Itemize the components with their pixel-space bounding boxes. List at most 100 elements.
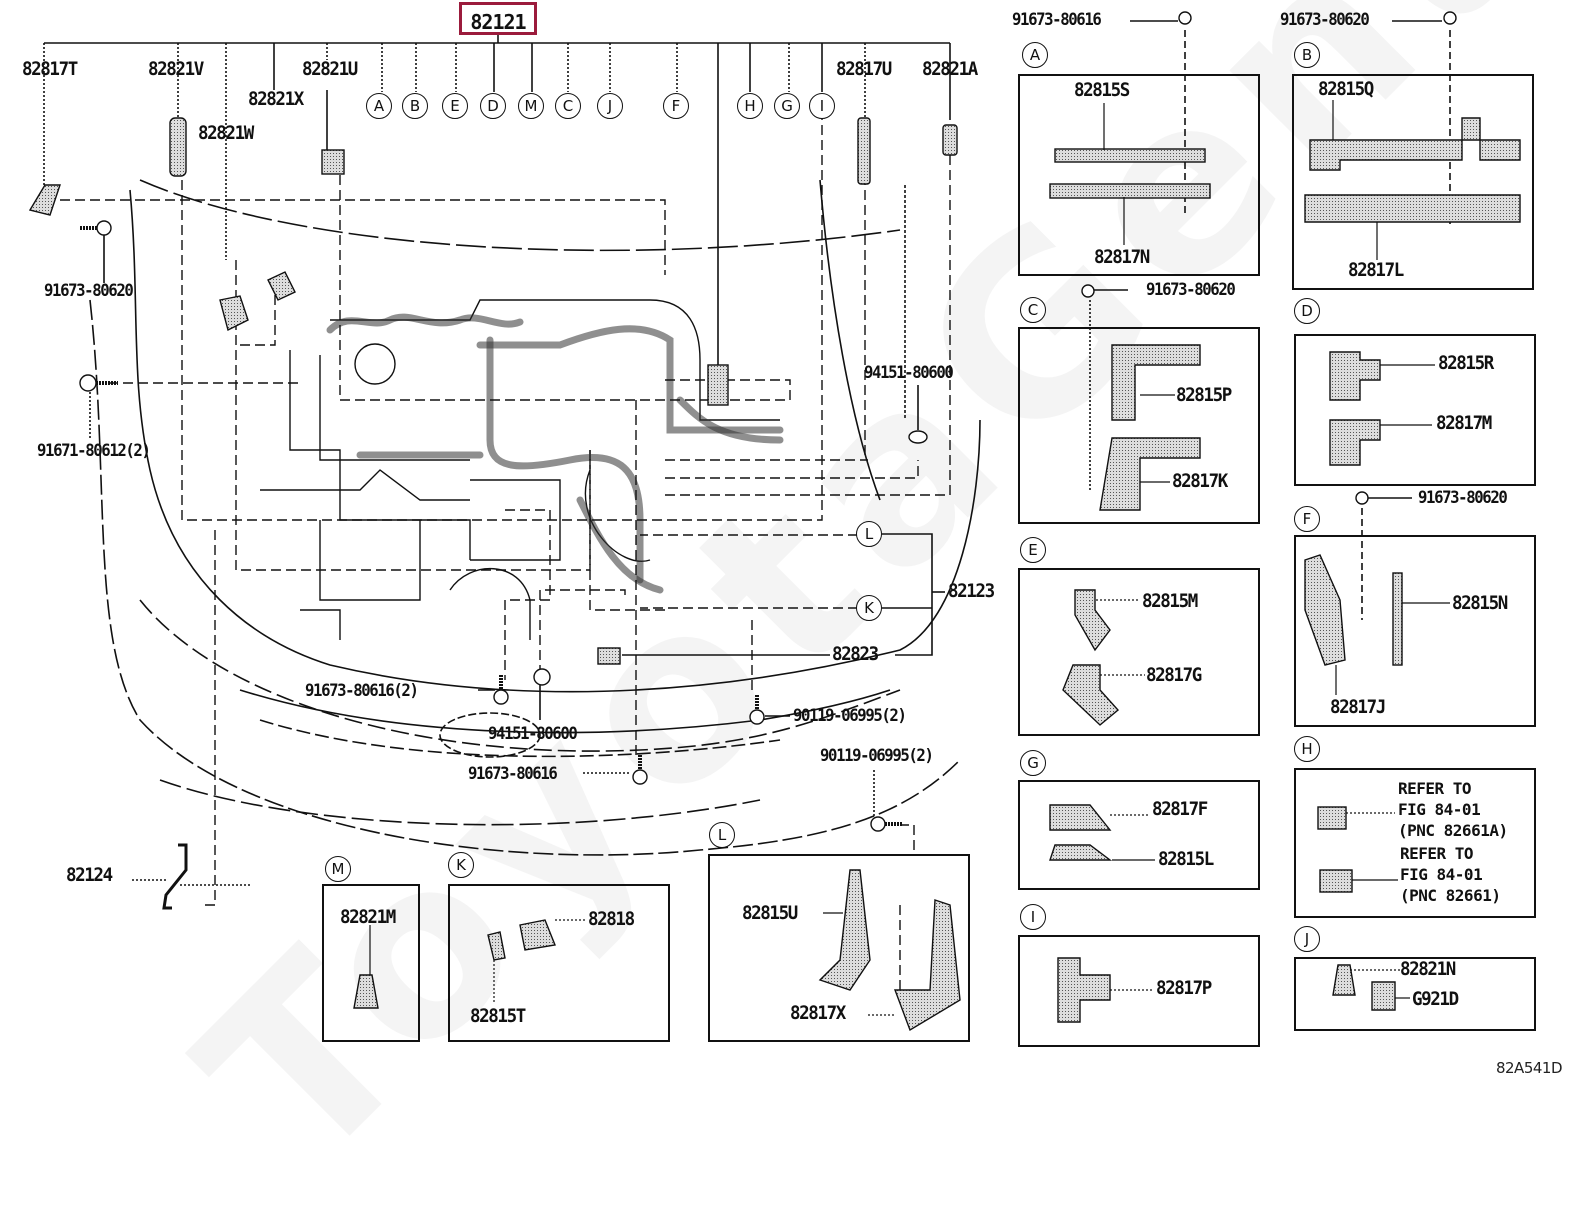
clip-94151-80600-right (908, 430, 928, 444)
part-G921D (1371, 981, 1396, 1011)
panel-J-letter: J (1294, 926, 1320, 952)
label-82817P[interactable]: 82817P (1156, 977, 1212, 999)
detail-panel-B (1292, 74, 1534, 290)
callout-I[interactable]: I (809, 93, 835, 119)
panel-F-letter: F (1294, 506, 1320, 532)
detail-panel-F (1294, 535, 1536, 727)
label-82821X[interactable]: 82821X (248, 88, 304, 110)
detail-panel-J (1294, 957, 1536, 1031)
callout-J[interactable]: J (597, 93, 623, 119)
panel-A-letter: A (1022, 42, 1048, 68)
callout-B[interactable]: B (402, 93, 428, 119)
label-82815M[interactable]: 82815M (1142, 590, 1198, 612)
label-82821U[interactable]: 82821U (302, 58, 358, 80)
bolt-90119-06995-a (749, 709, 765, 725)
main-part-number: 82121 (470, 10, 526, 34)
callout-G[interactable]: G (774, 93, 800, 119)
clip-94151-80600-bottom (533, 668, 551, 686)
callout-M[interactable]: M (518, 93, 544, 119)
callout-H[interactable]: H (737, 93, 763, 119)
callout-L-main[interactable]: L (856, 521, 882, 547)
label-bolt-91671-80612[interactable]: 91671-80612(2) (37, 441, 151, 461)
label-bolt-90119-06995-b[interactable]: 90119-06995(2) (820, 746, 934, 766)
label-82817F[interactable]: 82817F (1152, 798, 1208, 820)
label-82817G[interactable]: 82817G (1146, 664, 1202, 686)
reference-pnc-82661[interactable]: REFER TO FIG 84-01 (PNC 82661) (1400, 843, 1501, 906)
label-bolt-F-91673-80620[interactable]: 91673-80620 (1418, 488, 1508, 508)
label-82823[interactable]: 82823 (832, 643, 879, 665)
clip-82821V (169, 117, 187, 177)
detail-panel-D (1294, 334, 1536, 486)
clip-82817U (857, 117, 871, 185)
clip-82821A (942, 124, 958, 156)
part-82817M (1329, 419, 1381, 466)
main-part-number-box[interactable]: 82121 (459, 2, 537, 35)
refer-to-text: REFER TO (1398, 779, 1472, 798)
label-82821N[interactable]: 82821N (1400, 958, 1456, 980)
callout-D[interactable]: D (480, 93, 506, 119)
part-82817L (1304, 194, 1521, 223)
detail-panel-H (1294, 768, 1536, 918)
label-82817T[interactable]: 82817T (22, 58, 78, 80)
label-82124[interactable]: 82124 (66, 864, 113, 886)
part-82818 (519, 919, 556, 951)
label-clip-94151-80600-right[interactable]: 94151-80600 (864, 363, 954, 383)
label-82815P[interactable]: 82815P (1176, 384, 1232, 406)
label-clip-94151-80600-bottom[interactable]: 94151-80600 (488, 724, 578, 744)
part-82821M (353, 974, 379, 1009)
label-82815U[interactable]: 82815U (742, 902, 798, 924)
label-82123[interactable]: 82123 (948, 580, 995, 602)
label-82815R[interactable]: 82815R (1438, 352, 1494, 374)
reference-pnc-82661A[interactable]: REFER TO FIG 84-01 (PNC 82661A) (1398, 778, 1508, 841)
detail-panel-M (322, 884, 420, 1042)
callout-F[interactable]: F (663, 93, 689, 119)
part-82815S (1054, 148, 1206, 163)
callout-A[interactable]: A (366, 93, 392, 119)
label-82817K[interactable]: 82817K (1172, 470, 1228, 492)
part-82817P (1057, 957, 1111, 1023)
clip-82821X (267, 271, 296, 301)
label-82821A[interactable]: 82821A (922, 58, 978, 80)
label-bolt-A-91673-80616[interactable]: 91673-80616 (1012, 10, 1102, 30)
label-82821W[interactable]: 82821W (198, 122, 254, 144)
detail-panel-E (1018, 568, 1260, 736)
label-82821M[interactable]: 82821M (340, 906, 396, 928)
label-bolt-91673-80620[interactable]: 91673-80620 (44, 281, 134, 301)
label-bolt-91673-80616-2[interactable]: 91673-80616(2) (305, 681, 419, 701)
label-82815N[interactable]: 82815N (1452, 592, 1508, 614)
label-82821V[interactable]: 82821V (148, 58, 204, 80)
label-bolt-90119-06995-a[interactable]: 90119-06995(2) (793, 706, 907, 726)
detail-panel-I (1018, 935, 1260, 1047)
refer-to-text: REFER TO (1400, 844, 1474, 863)
callout-C[interactable]: C (555, 93, 581, 119)
panel-I-letter: I (1020, 904, 1046, 930)
label-bolt-91673-80616[interactable]: 91673-80616 (468, 764, 558, 784)
label-82817U[interactable]: 82817U (836, 58, 892, 80)
clip-82821W (219, 295, 249, 332)
label-82815L[interactable]: 82815L (1158, 848, 1214, 870)
label-82815T[interactable]: 82815T (470, 1005, 526, 1027)
label-82817J[interactable]: 82817J (1330, 696, 1386, 718)
label-82815Q[interactable]: 82815Q (1318, 78, 1374, 100)
detail-panel-L (708, 854, 970, 1042)
part-82815N (1392, 572, 1403, 666)
label-82817L[interactable]: 82817L (1348, 259, 1404, 281)
label-bolt-B-91673-80620[interactable]: 91673-80620 (1280, 10, 1370, 30)
detail-panel-A (1018, 74, 1260, 276)
label-82815S[interactable]: 82815S (1074, 79, 1130, 101)
part-82815L (1049, 844, 1113, 861)
label-82817X[interactable]: 82817X (790, 1002, 846, 1024)
callout-E[interactable]: E (442, 93, 468, 119)
refer-fig-text: FIG 84-01 (1398, 800, 1481, 819)
wiring-harness-diagram (28, 11, 1521, 1032)
panel-L-letter: L (709, 822, 735, 848)
label-82817M[interactable]: 82817M (1436, 412, 1492, 434)
part-82817J-bracket (1304, 554, 1346, 666)
panel-E-letter: E (1020, 537, 1046, 563)
panel-D-letter: D (1294, 298, 1320, 324)
label-82817N[interactable]: 82817N (1094, 246, 1150, 268)
label-bolt-C-91673-80620[interactable]: 91673-80620 (1146, 280, 1236, 300)
label-82818[interactable]: 82818 (588, 908, 635, 930)
label-G921D[interactable]: G921D (1412, 988, 1459, 1010)
callout-K-main[interactable]: K (856, 595, 882, 621)
